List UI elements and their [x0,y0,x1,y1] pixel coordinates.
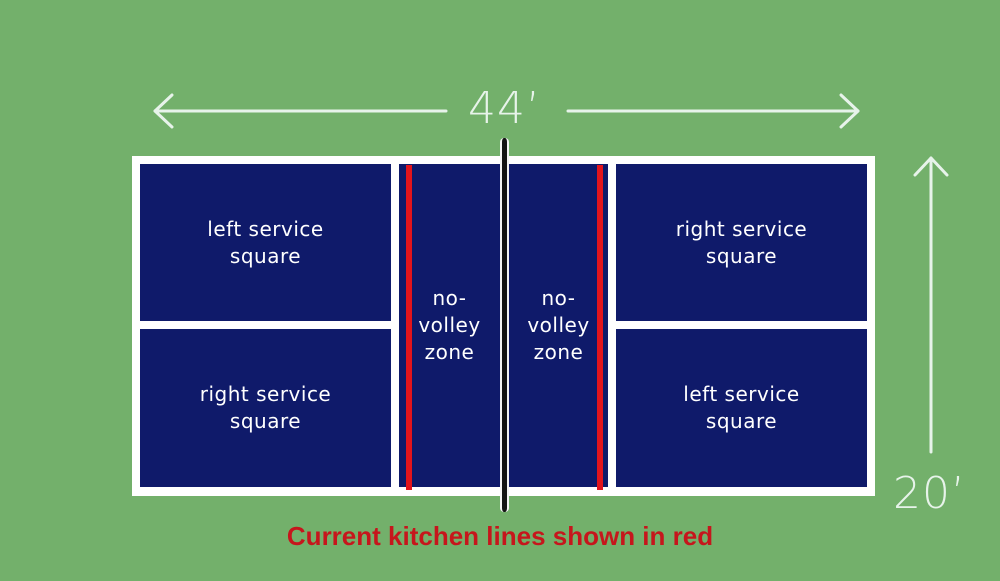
box-label-line: no- [432,286,467,310]
box-label-line: volley [527,313,590,337]
length-arrow-left-head [153,93,174,129]
box-label-line: right service [199,382,332,406]
box-label-line: square [705,409,778,433]
left-no-volley-zone: no-volley zone [399,164,500,487]
width-arrow-head [913,156,949,177]
box-label-line: zone [533,340,584,364]
box-label-line: right service [675,216,808,241]
box-label-line: zone [424,340,475,364]
length-label: 44’ [468,83,541,134]
net [500,138,509,512]
right-kitchen-line [597,165,603,490]
caption: Current kitchen lines shown in red [286,521,714,551]
length-arrow-right-head [839,93,860,129]
left-bottom-service-square: right service square [140,329,391,487]
right-bottom-service-square: left service square [616,329,867,487]
box-label-line: square [229,409,302,433]
width-label: 20’ [893,468,966,519]
box-label-line: left service [683,382,800,406]
box-label-line: no- [541,286,576,310]
right-no-volley-zone: no-volley zone [509,164,608,487]
box-label-line: volley [418,313,481,337]
box-label-line: square [229,243,302,268]
box-label-line: left service [207,216,324,241]
box-label-line: square [705,243,778,268]
left-kitchen-line [406,165,412,490]
